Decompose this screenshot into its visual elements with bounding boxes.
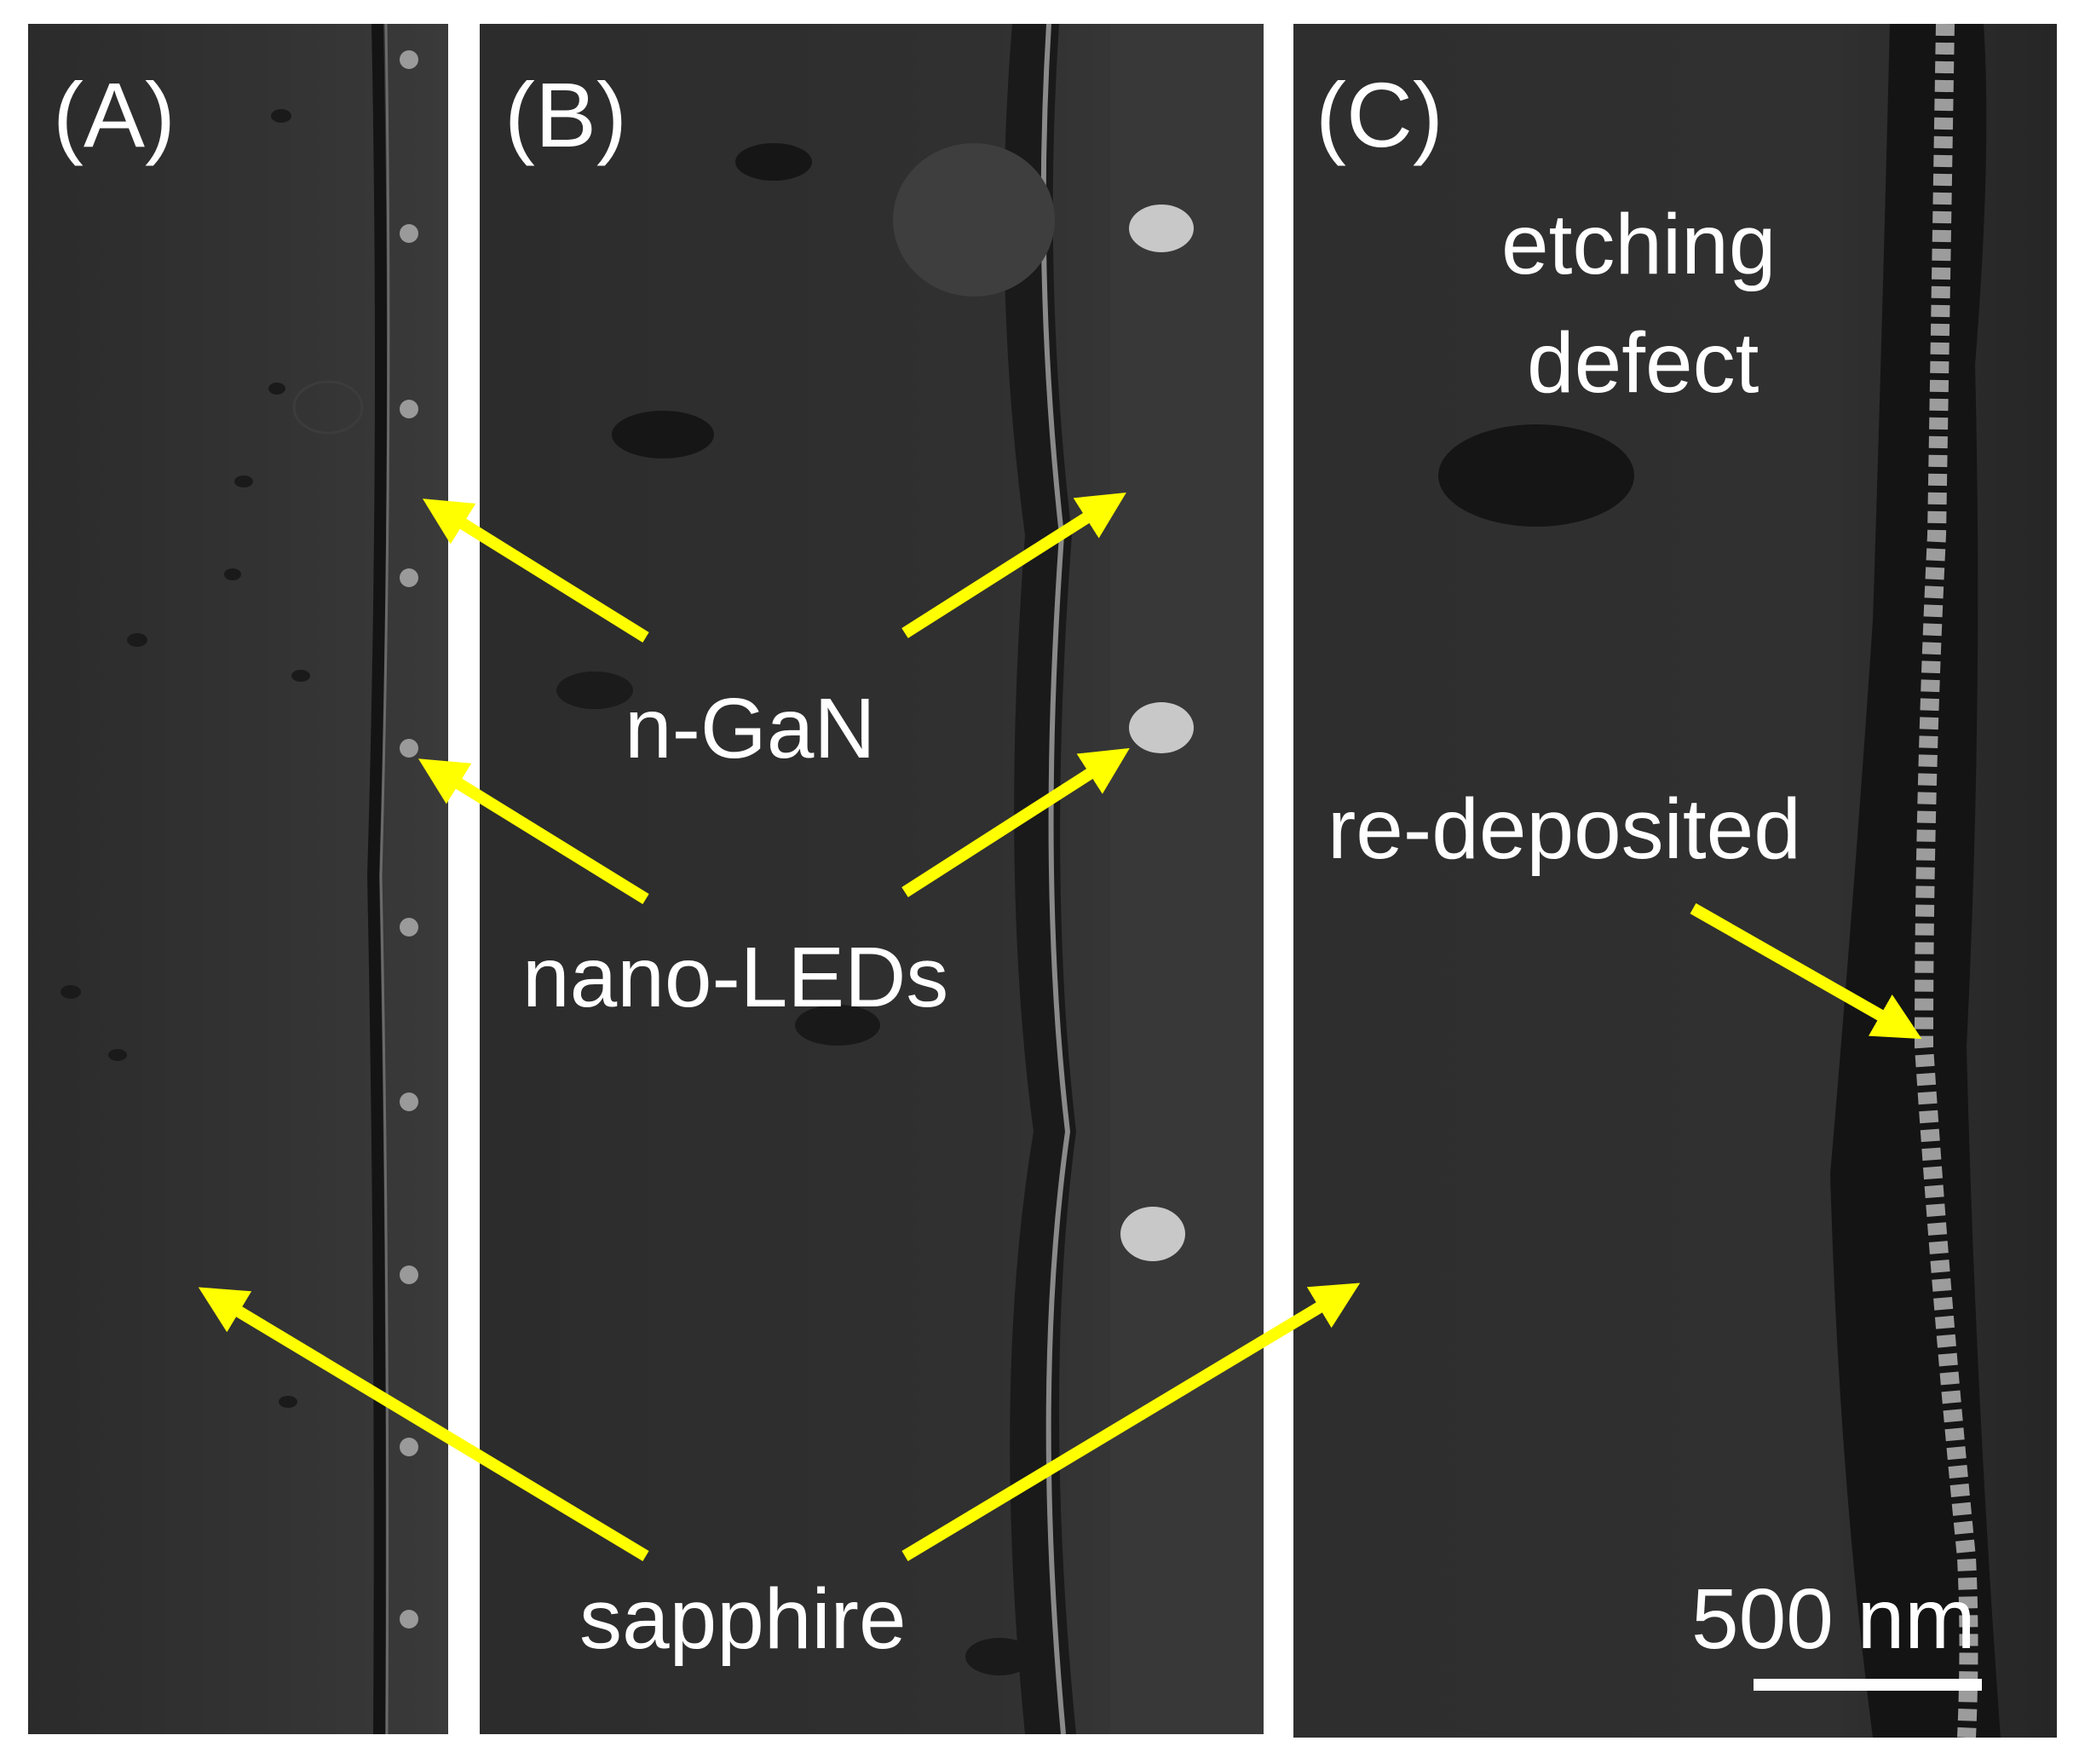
label-defect: defect bbox=[1527, 315, 1759, 411]
panel-label-a: (A) bbox=[53, 63, 176, 166]
label-sapphire: sapphire bbox=[579, 1571, 907, 1667]
label-nano-leds: nano-LEDs bbox=[522, 930, 949, 1025]
label-re-deposited: re-deposited bbox=[1327, 781, 1801, 877]
label-n-gan: n-GaN bbox=[625, 681, 876, 776]
sem-image-a bbox=[28, 24, 448, 1734]
sem-image-b bbox=[480, 24, 1264, 1734]
scale-bar-label: 500 nm bbox=[1691, 1571, 1976, 1667]
sem-panel-a: (A) bbox=[28, 24, 448, 1734]
label-etching: etching bbox=[1501, 197, 1777, 292]
panel-label-b: (B) bbox=[504, 63, 627, 166]
sem-panel-b: (B) bbox=[480, 24, 1264, 1734]
panel-label-c: (C) bbox=[1316, 63, 1443, 166]
sem-image-c bbox=[1293, 24, 2057, 1738]
sem-panel-c: (C) bbox=[1293, 24, 2057, 1738]
scale-bar bbox=[1754, 1679, 1982, 1691]
